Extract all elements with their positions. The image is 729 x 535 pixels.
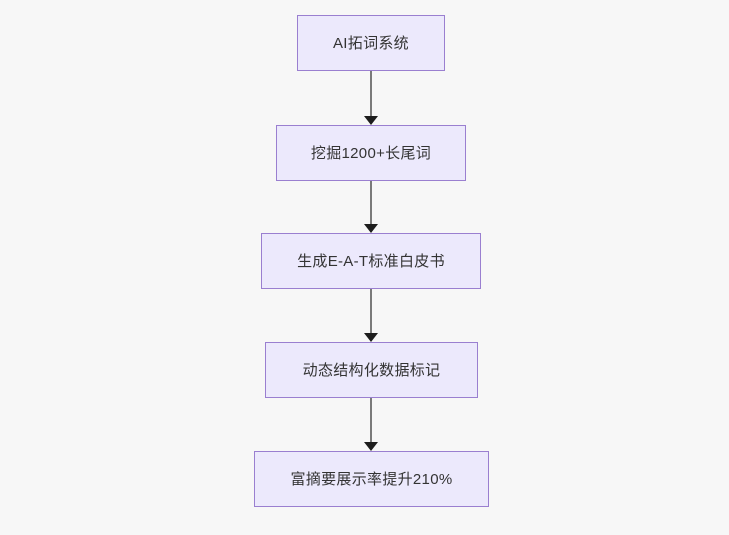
flow-node-mine-longtail-keywords[interactable]: 挖掘1200+长尾词 xyxy=(276,125,466,181)
flow-node-label: 挖掘1200+长尾词 xyxy=(310,144,432,162)
edge-node1-node2 xyxy=(364,71,378,125)
flow-node-ai-keyword-system[interactable]: AI拓词系统 xyxy=(297,15,445,71)
edge-node2-node3 xyxy=(364,181,378,233)
flow-node-generate-eat-whitepaper[interactable]: 生成E-A-T标准白皮书 xyxy=(261,233,481,289)
flow-node-label: 生成E-A-T标准白皮书 xyxy=(297,252,445,270)
edge-node3-node4 xyxy=(364,289,378,342)
flow-node-dynamic-structured-data-markup[interactable]: 动态结构化数据标记 xyxy=(265,342,478,398)
flow-node-label: AI拓词系统 xyxy=(333,34,409,52)
flow-node-rich-snippet-impression-uplift[interactable]: 富摘要展示率提升210% xyxy=(254,451,489,507)
flow-node-label: 动态结构化数据标记 xyxy=(302,361,441,379)
flow-node-label: 富摘要展示率提升210% xyxy=(290,470,453,488)
edge-node4-node5 xyxy=(364,398,378,451)
